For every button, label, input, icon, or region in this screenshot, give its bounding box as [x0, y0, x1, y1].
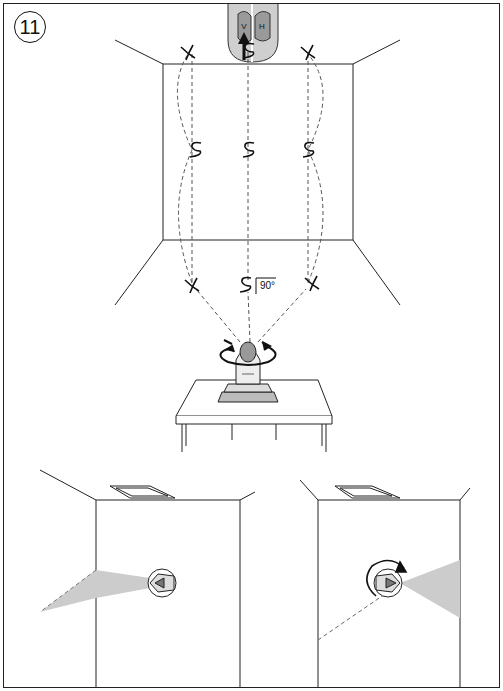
button-label: V [239, 19, 250, 35]
wall-device [374, 569, 402, 597]
room-perspective [115, 40, 400, 305]
laser-beam [40, 570, 150, 612]
rotation-arrow [220, 340, 275, 365]
node-text: 11 [20, 17, 41, 37]
angle-label: 90° [259, 281, 276, 291]
laser-beam [400, 560, 460, 618]
callout-number: 11 [14, 11, 46, 43]
button-label: H [257, 19, 268, 35]
table [176, 380, 332, 452]
laser-device [218, 342, 278, 402]
room-right [300, 480, 470, 688]
rotation-arrow [367, 560, 406, 596]
wall-device [148, 569, 176, 597]
node-text: H [259, 23, 265, 31]
laser-lines [177, 52, 323, 342]
node-text: V [241, 23, 246, 31]
angle-mark [256, 278, 276, 294]
control-panel [228, 4, 278, 62]
room-left [40, 470, 255, 688]
